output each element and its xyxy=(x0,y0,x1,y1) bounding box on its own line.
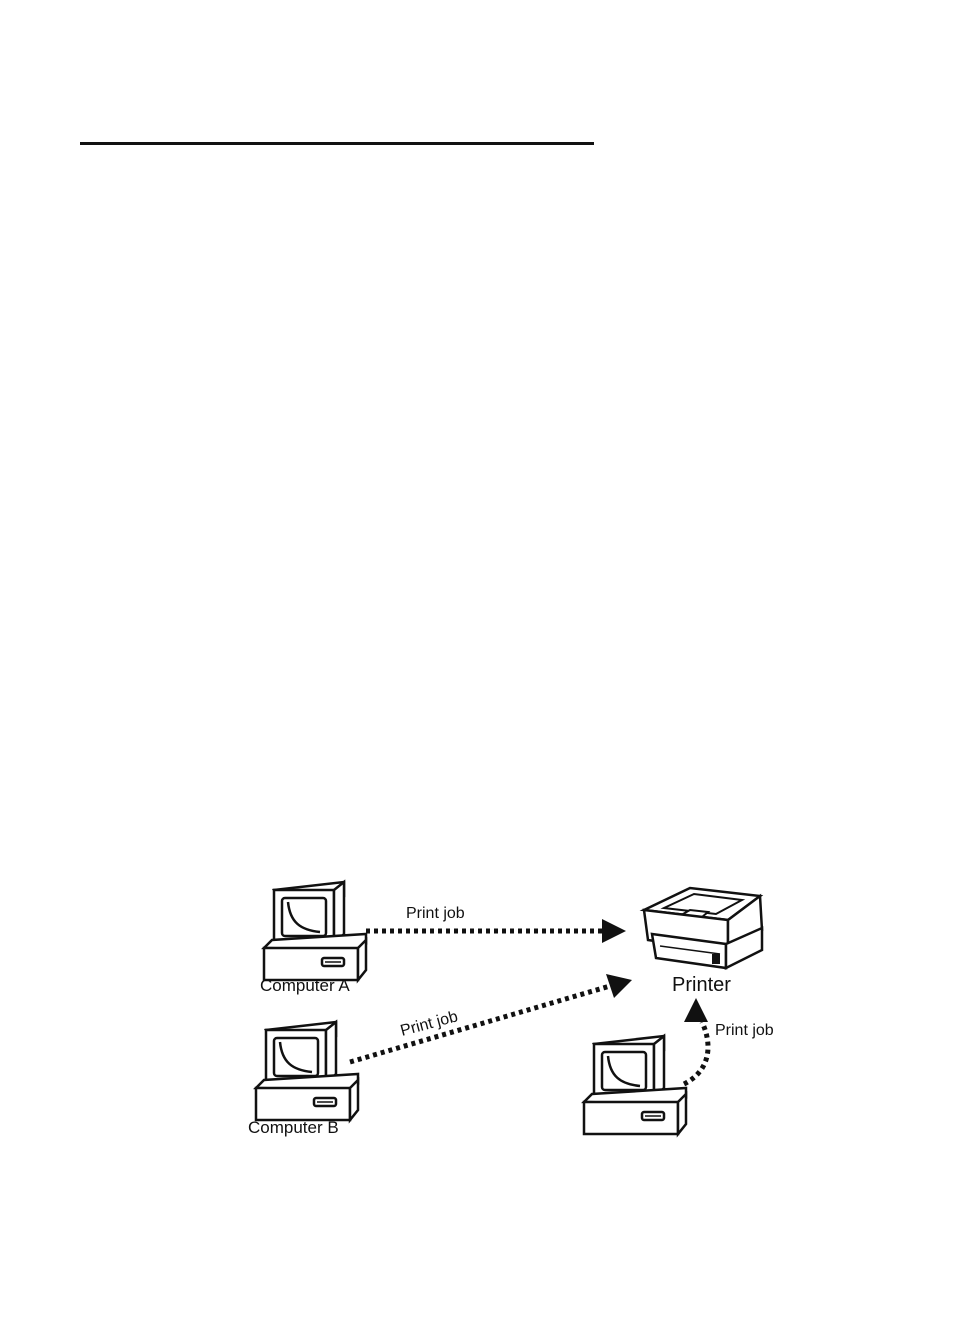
computer-b-label: Computer B xyxy=(248,1118,339,1137)
computer-b xyxy=(256,1022,358,1120)
computer-c xyxy=(584,1036,686,1134)
computer-a-label: Computer A xyxy=(260,976,350,995)
laser-printer-icon xyxy=(644,888,762,968)
printer xyxy=(644,888,762,968)
computer-a xyxy=(264,882,366,980)
arrow-c-to-printer xyxy=(684,998,708,1084)
arrow-a-label: Print job xyxy=(406,905,465,922)
arrow-c-label: Print job xyxy=(715,1022,774,1039)
printer-label: Printer xyxy=(672,974,731,996)
desktop-computer-icon xyxy=(264,882,366,980)
desktop-computer-icon xyxy=(584,1036,686,1134)
desktop-computer-icon xyxy=(256,1022,358,1120)
arrow-a-to-printer xyxy=(366,919,626,943)
arrow-b-to-printer xyxy=(350,974,632,1062)
